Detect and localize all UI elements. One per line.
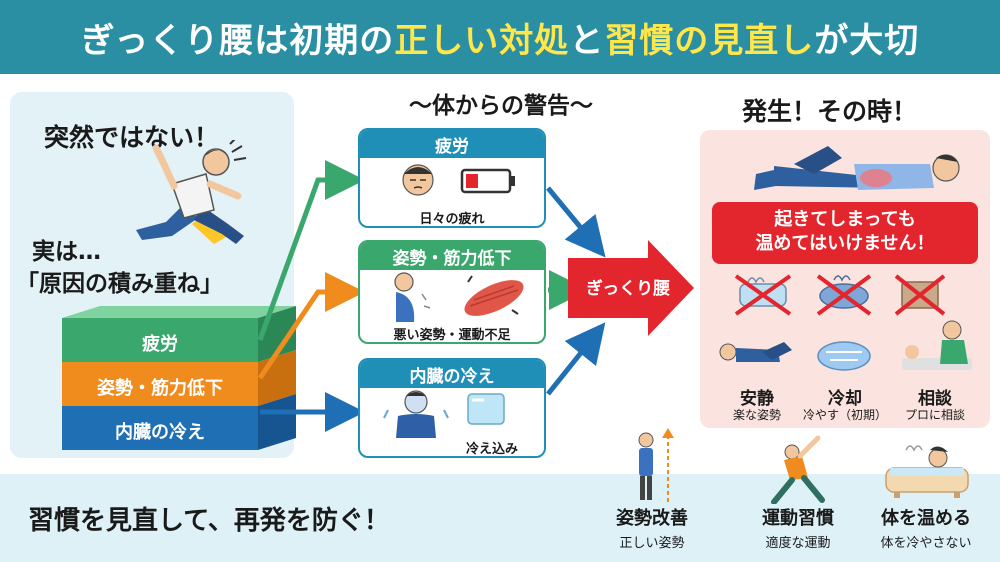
warning-line-2: 温めてはいけません！ xyxy=(755,233,935,254)
actually-text: 実は… xyxy=(32,239,101,265)
accumulation-text: 「原因の積み重ね」 xyxy=(16,271,223,297)
warning-card-cold: 内臓の冷え 冷え込み xyxy=(358,358,546,458)
warnings-title: 〜体からの警告〜 xyxy=(409,93,593,119)
action-rest-title: 安静 xyxy=(740,389,774,409)
stack-shape xyxy=(62,306,296,450)
habit-exercise-title: 運動習慣 xyxy=(762,508,834,529)
action-cool-sub: 冷やす（初期） xyxy=(802,408,887,422)
falling-man-icon xyxy=(136,140,247,244)
standing-posture-icon xyxy=(638,428,674,502)
layer-fatigue: 疲労 xyxy=(142,334,178,355)
no-heat-warning: 起きてしまっても 温めてはいけません！ xyxy=(712,202,978,264)
prohibited-heat-icons xyxy=(734,274,946,316)
warning-card-fatigue: 疲労 日々の疲れ xyxy=(358,128,546,228)
title-part-2: と xyxy=(569,20,605,61)
card-title: 姿勢・筋力低下 xyxy=(360,242,544,270)
prevention-strip xyxy=(0,474,1000,562)
title-part-1: ぎっくり腰は初期の xyxy=(80,20,395,61)
layer-posture: 姿勢・筋力低下 xyxy=(97,378,223,399)
layer-cold: 内臓の冷え xyxy=(115,422,205,443)
habit-warm-sub: 体を冷やさない xyxy=(880,536,972,551)
not-sudden-heading: 突然ではない！ xyxy=(44,123,220,152)
habit-exercise-sub: 適度な運動 xyxy=(765,536,831,551)
action-cool-title: 冷却 xyxy=(828,389,862,409)
habit-warm-title: 体を温める xyxy=(881,508,971,529)
first-aid-icons xyxy=(719,320,972,371)
gikkuri-label: ぎっくり腰 xyxy=(585,279,671,299)
card-title: 内臓の冷え xyxy=(360,360,544,388)
warning-card-posture: 姿勢・筋力低下 悪い姿勢・運動不足 xyxy=(358,240,546,344)
action-consult-title: 相談 xyxy=(918,389,952,409)
bathtub-icon xyxy=(885,445,969,498)
title-part-3: が大切 xyxy=(814,20,920,61)
title-highlight-1: 正しい対処 xyxy=(394,20,570,61)
page-title: ぎっくり腰は初期の正しい対処と習慣の見直しが大切 xyxy=(81,13,920,62)
cause-stack-block: 疲労 姿勢・筋力低下 内臓の冷え xyxy=(62,306,296,454)
card-caption: 日々の疲れ xyxy=(419,212,485,227)
tired-face-battery-icon xyxy=(402,164,515,196)
card-caption: 冷え込み xyxy=(465,442,518,457)
habit-posture-sub: 正しい姿勢 xyxy=(619,536,685,551)
shivering-ice-icon xyxy=(383,390,505,438)
habit-posture-title: 姿勢改善 xyxy=(616,508,688,529)
occurrence-title: 発生！その時！ xyxy=(742,97,918,126)
card-title: 疲労 xyxy=(360,130,544,158)
prevention-message: 習慣を見直して、再発を防ぐ！ xyxy=(28,506,390,536)
card-caption: 悪い姿勢・運動不足 xyxy=(393,328,511,343)
stretching-person-icon xyxy=(771,435,825,504)
slouch-muscle-icon xyxy=(394,272,524,322)
header-banner: ぎっくり腰は初期の正しい対処と習慣の見直しが大切 xyxy=(0,0,1000,74)
action-consult-sub: プロに相談 xyxy=(904,408,965,422)
action-rest-sub: 楽な姿勢 xyxy=(732,408,781,422)
lying-person-icon xyxy=(754,146,960,190)
warning-line-1: 起きてしまっても xyxy=(774,209,916,230)
gikkuri-arrow xyxy=(568,240,694,336)
title-highlight-2: 習慣の見直し xyxy=(604,20,815,61)
